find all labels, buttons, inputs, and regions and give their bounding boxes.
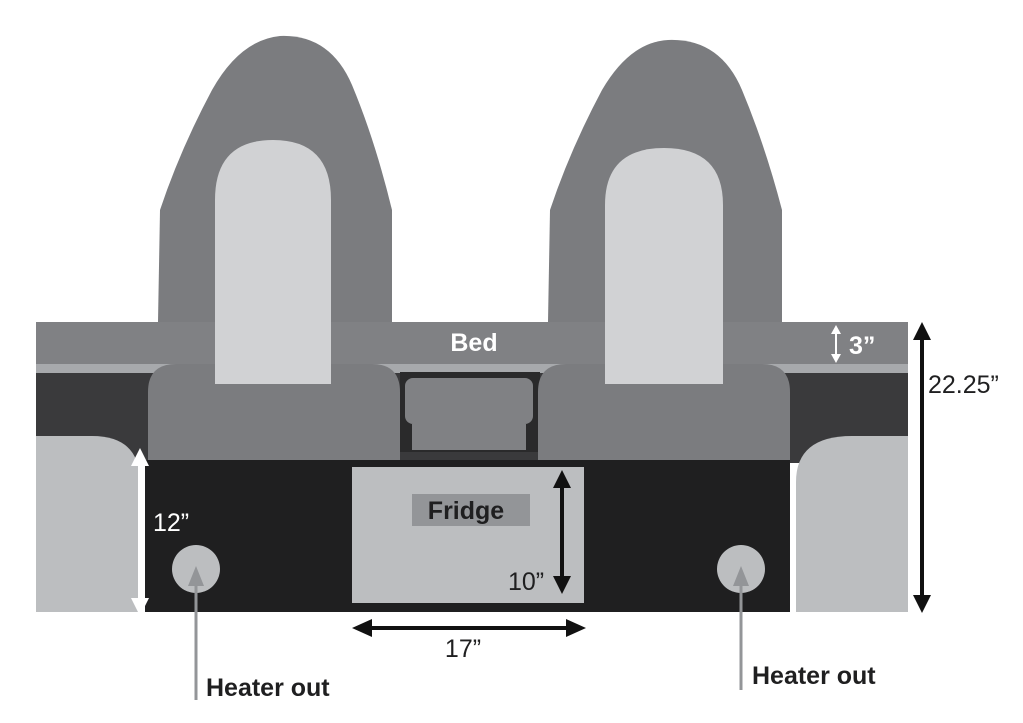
- bed-edge-strip: [36, 364, 908, 373]
- fridge-label-bg: [412, 494, 530, 526]
- right-seat-base: [538, 364, 790, 460]
- floor-height-label: 12”: [153, 509, 189, 537]
- fridge-height-label: 10”: [508, 568, 544, 596]
- fridge-width-arrow: [352, 619, 586, 637]
- right-seat-cushion: [605, 148, 723, 384]
- left-seat-cushion: [215, 140, 331, 384]
- heater-left-pointer: [188, 566, 204, 700]
- fridge-box: [352, 467, 584, 603]
- bed-platform: [36, 322, 908, 364]
- heater-right-pointer: [733, 566, 749, 690]
- heater-right-label: Heater out: [752, 662, 876, 690]
- fridge-width-label: 17”: [445, 635, 481, 663]
- center-console-base: [412, 424, 526, 450]
- left-side-panel: [36, 436, 140, 612]
- fridge-label: Fridge: [428, 497, 504, 525]
- fridge-height-arrow: [553, 470, 571, 594]
- left-seat-base: [148, 364, 400, 460]
- center-console: [405, 378, 533, 424]
- bed-thickness-label: 3”: [849, 332, 875, 360]
- total-height-arrow: [913, 322, 931, 613]
- floor-height-arrow: [131, 448, 149, 616]
- bed-thickness-arrow: [831, 325, 841, 363]
- right-side-panel: [796, 436, 908, 612]
- bed-label: Bed: [450, 329, 497, 357]
- total-height-label: 22.25”: [928, 371, 999, 399]
- heater-left-label: Heater out: [206, 674, 330, 702]
